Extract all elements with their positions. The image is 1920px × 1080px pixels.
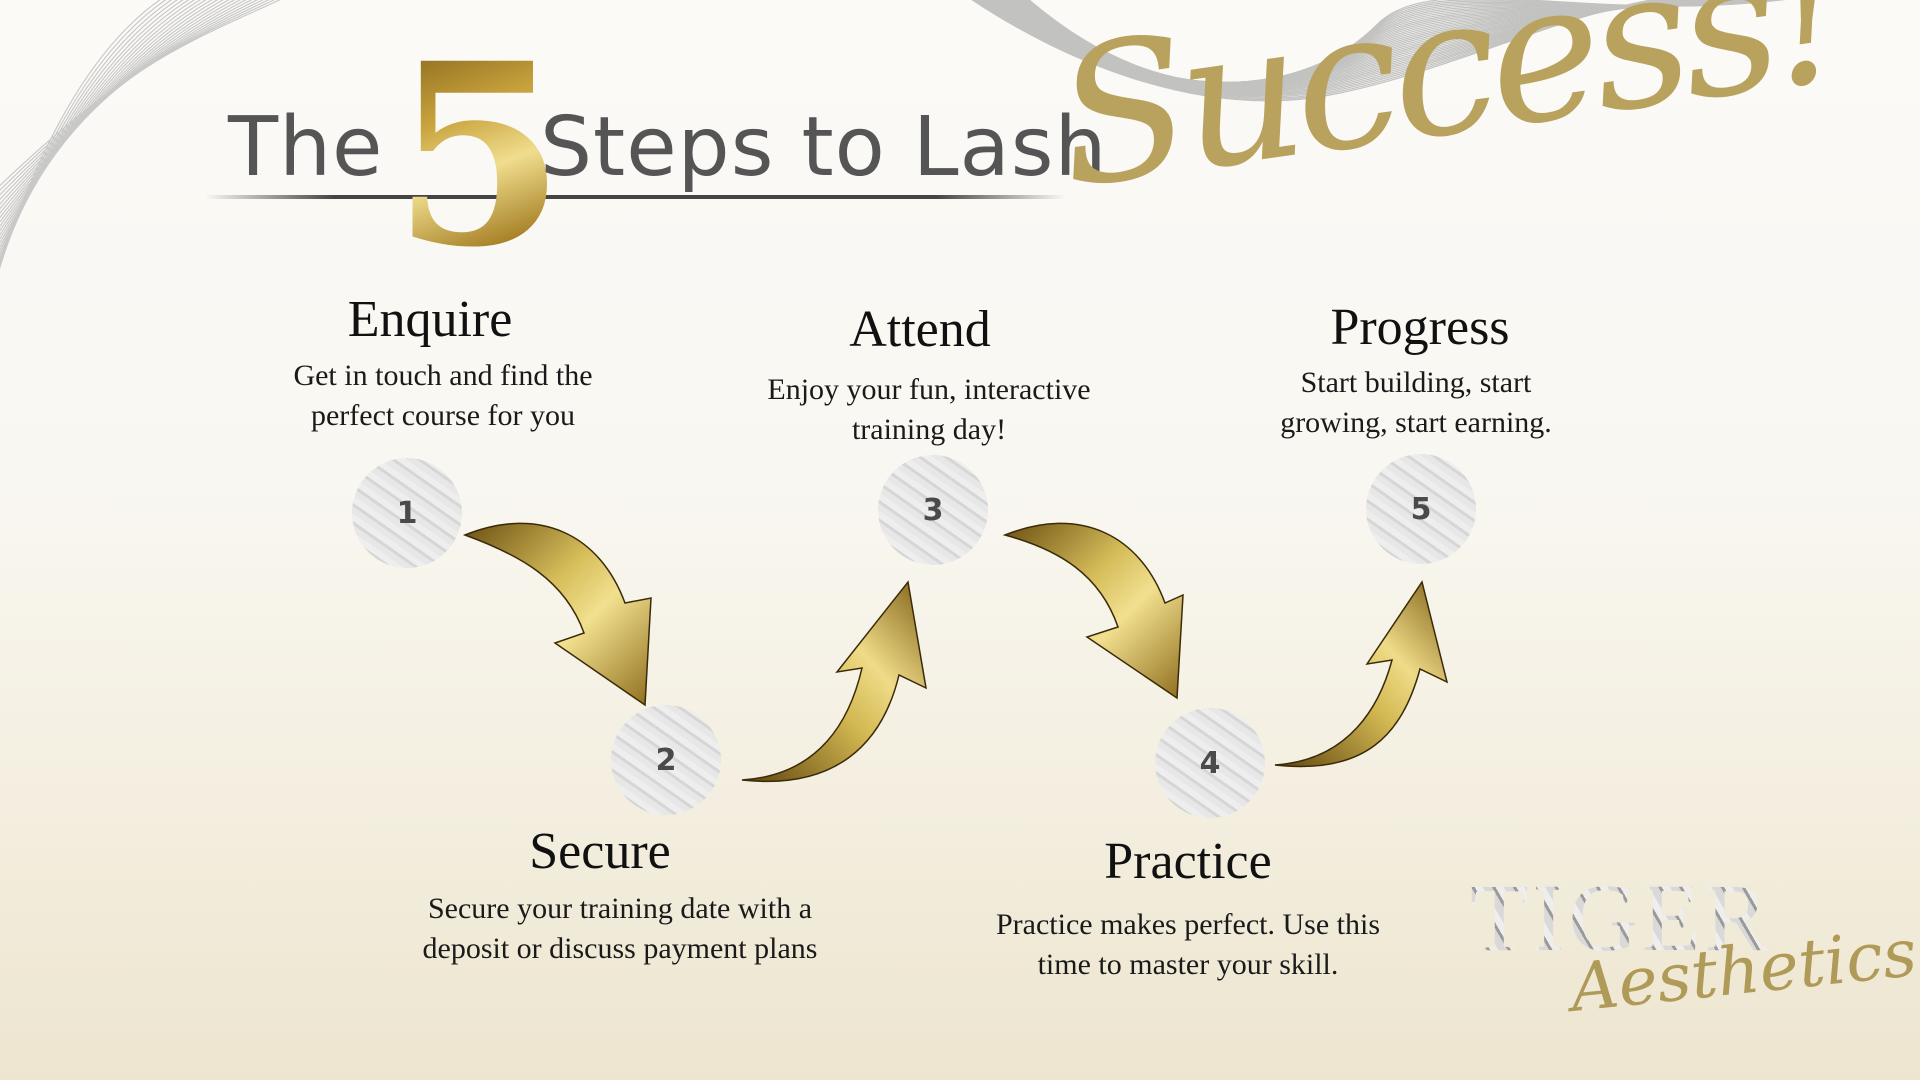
arrow-1-to-2-icon	[462, 522, 652, 707]
step-2-circle: 2	[611, 705, 721, 815]
left-curve-line	[0, 0, 219, 236]
left-curve-line	[0, 0, 236, 223]
step-3-circle: 3	[878, 455, 988, 565]
title-steps-to-lash: Steps to Lash	[540, 100, 1108, 195]
left-curve-line	[0, 0, 224, 232]
left-curve-line	[0, 0, 213, 240]
step-5-title: Progress	[1330, 299, 1510, 356]
left-curve-lines	[0, 0, 281, 269]
title-underline	[205, 195, 1065, 199]
logo-tiger: TIGER	[1470, 864, 1773, 971]
step-2-title: Secure	[529, 823, 671, 880]
step-5-circle: 5	[1366, 454, 1476, 564]
step-1-circle: 1	[352, 458, 462, 568]
left-curve-line	[0, 0, 190, 256]
top-curve-lines	[971, 0, 1786, 102]
title-number-five: 5	[392, 8, 566, 302]
title-the: The	[228, 100, 384, 195]
arrow-3-to-4-icon	[1002, 522, 1184, 700]
left-curve-line	[0, 0, 230, 228]
step-4-title: Practice	[1104, 833, 1272, 890]
step-3-title: Attend	[849, 301, 991, 358]
arrow-2-to-3-icon	[741, 580, 927, 782]
left-curve-line	[0, 0, 202, 248]
left-curve-line	[0, 0, 242, 219]
step-1-title: Enquire	[347, 291, 513, 348]
left-curve-line	[0, 0, 196, 252]
arrow-4-to-5-icon	[1274, 580, 1449, 768]
step-4-circle: 4	[1155, 708, 1265, 818]
left-curve-line	[0, 0, 253, 210]
left-curve-line	[0, 0, 281, 187]
left-curve-line	[0, 0, 247, 214]
left-curve-line	[0, 0, 207, 244]
top-curve-line	[1028, 0, 1786, 84]
